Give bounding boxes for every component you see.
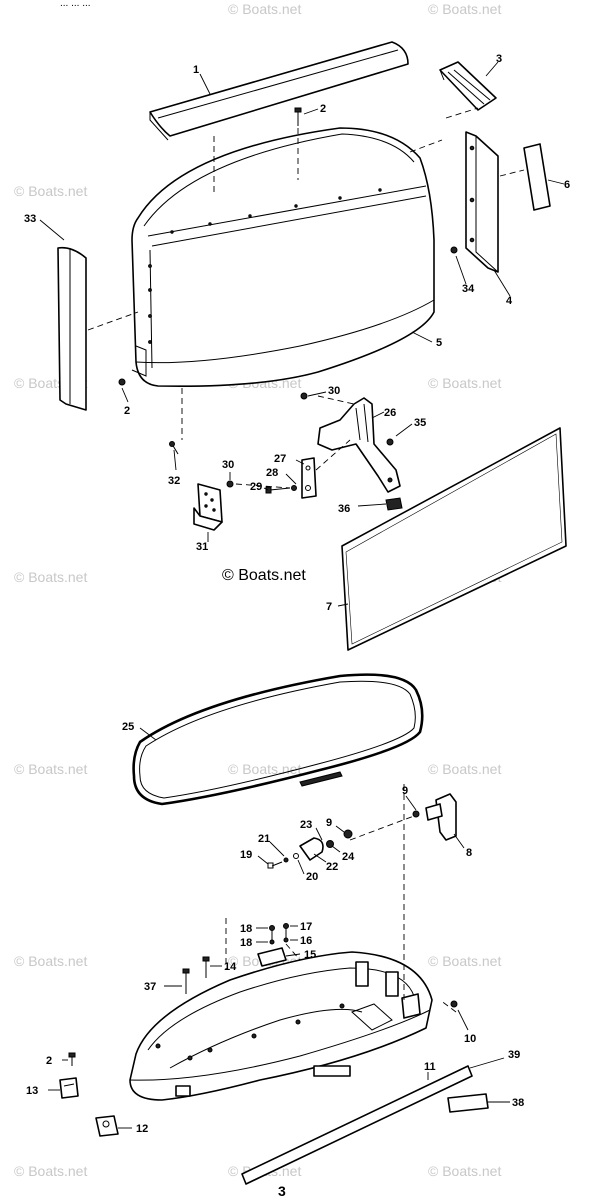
part-30-nut-b	[226, 480, 234, 488]
callout-29: 29	[250, 481, 262, 493]
part-2-screw-top	[294, 107, 302, 126]
watermark: © Boats.net	[428, 375, 501, 391]
callout-5: 5	[436, 337, 442, 349]
small-hardware-15-18	[257, 923, 289, 967]
lower-cowl-pan	[129, 951, 458, 1101]
part-5-main-cowl	[131, 127, 435, 388]
part-13-clip	[59, 1077, 79, 1099]
center-watermark: © Boats.net	[222, 567, 306, 584]
part-14-screw	[202, 956, 210, 978]
callout-22: 22	[326, 861, 338, 873]
part-34-screw	[450, 246, 458, 254]
callout-33: 33	[24, 213, 36, 225]
part-8-catch	[412, 793, 457, 841]
callout-6a: 6	[564, 179, 570, 191]
callout-3: 3	[496, 53, 502, 65]
callout-19: 19	[240, 849, 252, 861]
part-26-latch-bracket	[317, 397, 401, 493]
callout-10: 10	[464, 1033, 476, 1045]
part-39-trim-strip	[241, 1065, 473, 1185]
watermark: © Boats.net	[14, 183, 87, 199]
callout-15: 15	[304, 949, 316, 961]
watermark: © Boats.net	[14, 569, 87, 585]
callout-30b: 30	[222, 459, 234, 471]
upper-assembly-lines	[87, 107, 525, 489]
callout-18b: 18	[240, 937, 252, 949]
part-31-hinge-bracket	[193, 483, 223, 531]
callout-17: 17	[300, 921, 312, 933]
callout-9a: 9	[402, 785, 408, 797]
callout-2a: 2	[320, 103, 326, 115]
callout-31: 31	[196, 541, 208, 553]
callout-2c: 2	[46, 1055, 52, 1067]
callout-24: 24	[342, 851, 355, 863]
callout-12: 12	[136, 1123, 148, 1135]
callout-34: 34	[462, 283, 475, 295]
callout-21: 21	[258, 833, 270, 845]
callout-8: 8	[466, 847, 472, 859]
callout-30a: 30	[328, 385, 340, 397]
part-7-decal	[341, 427, 567, 651]
callout-39: 39	[508, 1049, 520, 1061]
watermark: © Boats.net	[14, 761, 87, 777]
callout-1: 1	[193, 64, 199, 76]
part-38-decal	[447, 1093, 489, 1113]
callout-26: 26	[384, 407, 396, 419]
part-25-seal	[132, 673, 424, 806]
callout-35: 35	[414, 417, 426, 429]
watermark: © Boats.net	[14, 1163, 87, 1179]
part-1-top-cover	[149, 41, 409, 141]
callout-2b: 2	[124, 405, 130, 417]
part-29-bolt	[265, 485, 297, 494]
part-3-vent-grille	[439, 61, 497, 111]
callout-16: 16	[300, 935, 312, 947]
watermark: © Boats.net	[428, 1, 501, 17]
part-30-nut	[300, 392, 308, 400]
callout-leaders	[39, 61, 565, 1129]
watermark: © Boats.net	[428, 1163, 501, 1179]
callout-37: 37	[144, 981, 156, 993]
watermark: © Boats.net	[14, 953, 87, 969]
part-27-latch-hook	[301, 457, 317, 499]
part-4-bracket-plate	[465, 131, 499, 273]
part-33-side-trim	[57, 246, 87, 411]
watermark: © Boats.net	[428, 953, 501, 969]
callout-13: 13	[26, 1085, 38, 1097]
callout-36: 36	[338, 503, 350, 515]
part-6-decal	[523, 143, 551, 211]
figure-number: 3	[278, 1183, 286, 1199]
part-2-screw-left	[118, 378, 126, 386]
callout-28: 28	[266, 467, 278, 479]
callout-7: 7	[326, 601, 332, 613]
part-37-screw	[182, 968, 190, 994]
callout-32: 32	[168, 475, 180, 487]
callout-38: 38	[512, 1097, 524, 1109]
latch-hardware-cluster	[267, 829, 353, 869]
callout-18a: 18	[240, 923, 252, 935]
part-35-screw	[386, 438, 394, 446]
callout-11: 11	[424, 1061, 436, 1073]
callout-23: 23	[300, 819, 312, 831]
part-36-bumper	[385, 497, 403, 511]
callout-4: 4	[506, 295, 513, 307]
callout-20: 20	[306, 871, 318, 883]
part-2-screw-lower	[68, 1052, 76, 1066]
callout-9b: 9	[326, 817, 332, 829]
header-text: ... ... ...	[60, 0, 91, 9]
lower-assembly-lines	[225, 784, 457, 1013]
callout-14: 14	[224, 961, 237, 973]
callout-25: 25	[122, 721, 134, 733]
part-32-screw	[169, 441, 179, 455]
watermark: © Boats.net	[428, 761, 501, 777]
callout-27: 27	[274, 453, 286, 465]
watermark: © Boats.net	[228, 1, 301, 17]
watermark: © Boats.net	[228, 761, 301, 777]
part-12-latch-plate	[95, 1115, 119, 1137]
